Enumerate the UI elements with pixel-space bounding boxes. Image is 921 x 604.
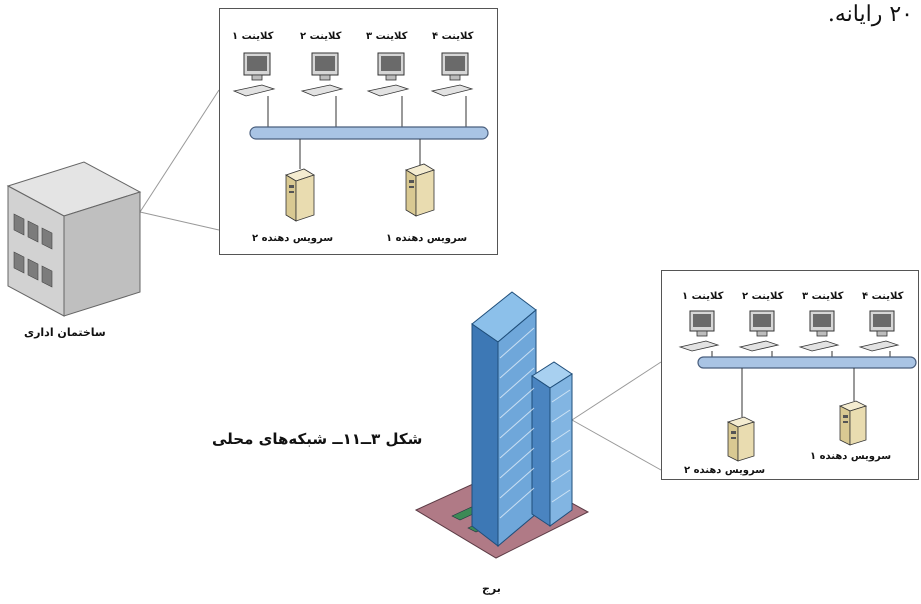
office-network-panel: کلاینت ۱ کلاینت ۲ کلاینت ۳ کلاینت ۴ bbox=[219, 8, 498, 255]
tower-client-pc-1 bbox=[678, 310, 720, 352]
office-network-bus bbox=[249, 126, 489, 140]
tower-network-bus bbox=[697, 356, 917, 369]
tower-building-label: برج bbox=[482, 582, 501, 595]
office-client-pc-2 bbox=[300, 52, 344, 97]
tower-client-pc-4 bbox=[858, 310, 900, 352]
office-client-label-2: کلاینت ۲ bbox=[300, 31, 342, 42]
figure-caption: شکل ۳ــ۱۱ــ شبکه‌های محلی bbox=[212, 430, 423, 448]
tower-building-icon bbox=[414, 291, 590, 559]
office-server-label-2: سرویس دهنده ۲ bbox=[252, 233, 334, 244]
office-server-2 bbox=[285, 168, 315, 222]
tower-client-label-3: کلاینت ۳ bbox=[802, 291, 844, 302]
tower-client-label-4: کلاینت ۴ bbox=[862, 291, 904, 302]
office-client-pc-1 bbox=[232, 52, 276, 97]
office-server-1 bbox=[405, 163, 435, 217]
office-client-pc-3 bbox=[366, 52, 410, 97]
tower-server-label-1: سرویس دهنده ۱ bbox=[810, 451, 892, 462]
tower-server-1 bbox=[838, 400, 868, 446]
tower-server-2 bbox=[726, 416, 756, 462]
header-text: ۲۰ رایانه. bbox=[827, 2, 913, 27]
office-client-label-4: کلاینت ۴ bbox=[432, 31, 474, 42]
tower-client-label-1: کلاینت ۱ bbox=[682, 291, 724, 302]
tower-server-label-2: سرویس دهنده ۲ bbox=[684, 465, 766, 476]
office-client-label-3: کلاینت ۳ bbox=[366, 31, 408, 42]
office-client-label-1: کلاینت ۱ bbox=[232, 31, 274, 42]
tower-network-panel: کلاینت ۱ کلاینت ۲ کلاینت ۳ کلاینت ۴ bbox=[661, 270, 919, 480]
tower-client-pc-2 bbox=[738, 310, 780, 352]
office-client-pc-4 bbox=[430, 52, 474, 97]
office-building-label: ساختمان اداری bbox=[24, 326, 106, 339]
office-building-icon bbox=[6, 161, 142, 317]
tower-client-label-2: کلاینت ۲ bbox=[742, 291, 784, 302]
office-server-label-1: سرویس دهنده ۱ bbox=[386, 233, 468, 244]
tower-client-pc-3 bbox=[798, 310, 840, 352]
